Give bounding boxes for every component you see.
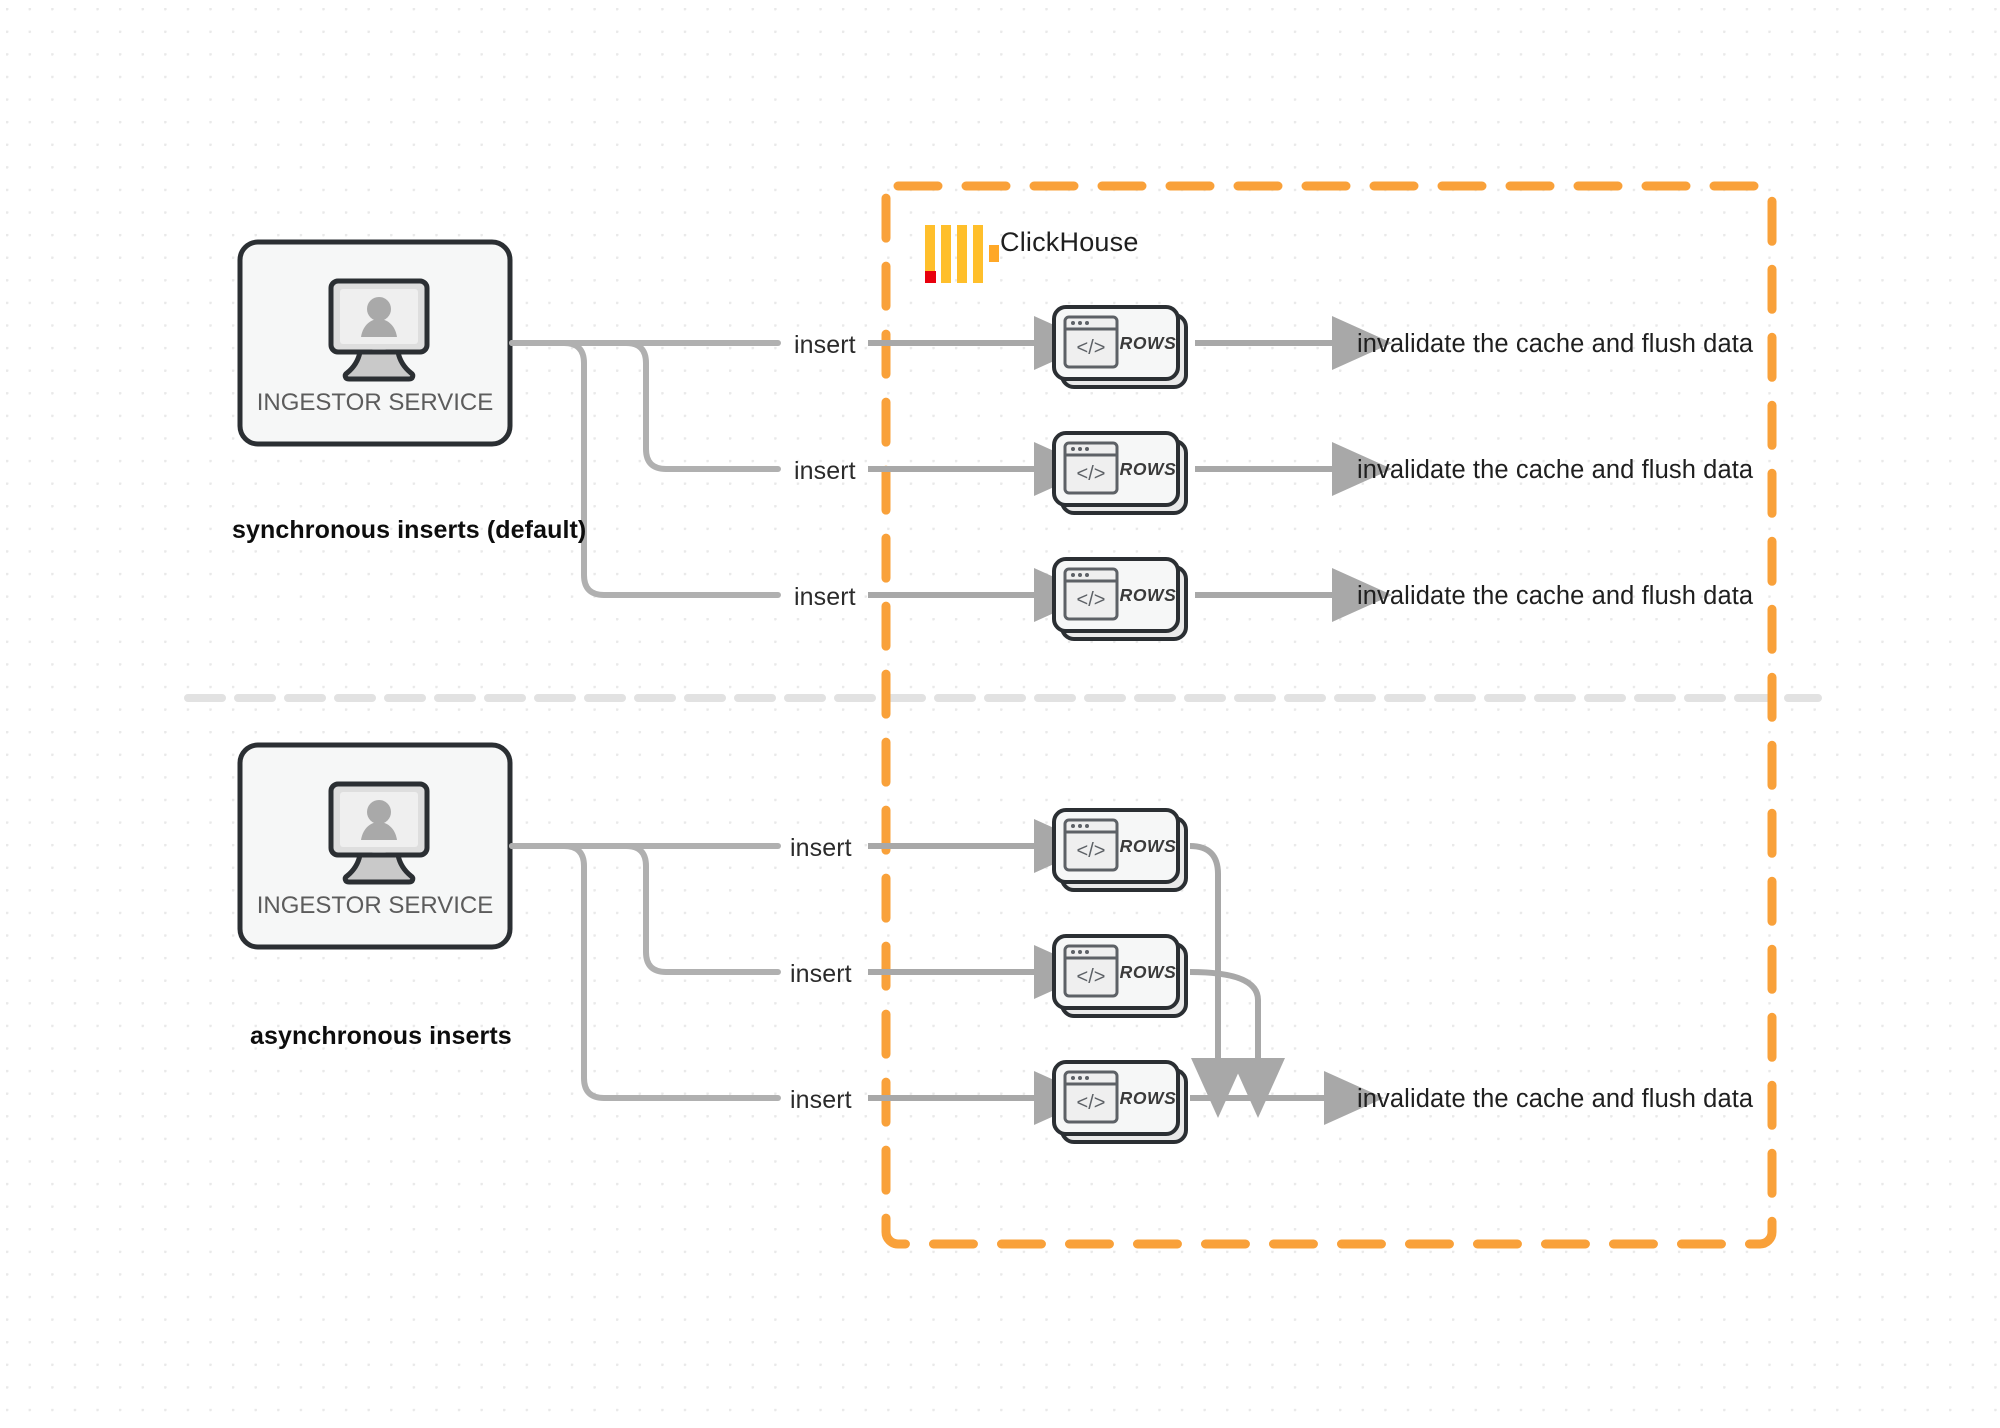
ingestor-service-label-sync: INGESTOR SERVICE xyxy=(257,389,494,416)
insert-label-sync-1: insert xyxy=(794,331,856,359)
result-label-async-merged: invalidate the cache and flush data xyxy=(1357,1085,1754,1113)
code-window-icon: </> xyxy=(1063,818,1119,872)
ingestor-service-label-async: INGESTOR SERVICE xyxy=(257,892,494,919)
insert-label-sync-3: insert xyxy=(794,583,856,611)
result-label-sync-1: invalidate the cache and flush data xyxy=(1357,330,1754,358)
connector-async-2a xyxy=(509,843,781,975)
code-window-icon: </> xyxy=(1063,944,1119,998)
connector-async-3a xyxy=(509,843,781,1101)
monitor-user-icon xyxy=(328,781,430,885)
ingestor-service-node-sync[interactable]: INGESTOR SERVICE xyxy=(237,239,513,447)
monitor-user-icon xyxy=(328,278,430,382)
code-window-icon: </> xyxy=(1063,441,1119,495)
rows-node-async-2[interactable]: </> ROWS xyxy=(1052,934,1188,1018)
rows-node-sync-1[interactable]: </> ROWS xyxy=(1052,305,1188,389)
insert-label-async-3: insert xyxy=(790,1086,852,1114)
result-label-sync-3: invalidate the cache and flush data xyxy=(1357,582,1754,610)
connector-sync-3a xyxy=(509,340,781,598)
svg-text:</>: </> xyxy=(1077,337,1106,359)
rows-node-async-1[interactable]: </> ROWS xyxy=(1052,808,1188,892)
rows-node-label-async-3: ROWS xyxy=(1120,1088,1177,1108)
rows-node-label-async-1: ROWS xyxy=(1120,836,1177,856)
result-label-sync-2: invalidate the cache and flush data xyxy=(1357,456,1754,484)
ingestor-service-node-async[interactable]: INGESTOR SERVICE xyxy=(237,742,513,950)
svg-text:</>: </> xyxy=(1077,1092,1106,1114)
svg-text:</>: </> xyxy=(1077,966,1106,988)
mode-label-synchronous: synchronous inserts (default) xyxy=(232,516,587,544)
clickhouse-boundary xyxy=(881,181,1777,1249)
rows-node-label-sync-2: ROWS xyxy=(1120,459,1177,479)
code-window-icon: </> xyxy=(1063,567,1119,621)
svg-text:</>: </> xyxy=(1077,589,1106,611)
svg-text:</>: </> xyxy=(1077,463,1106,485)
code-window-icon: </> xyxy=(1063,315,1119,369)
svg-text:</>: </> xyxy=(1077,840,1106,862)
insert-label-sync-2: insert xyxy=(794,457,856,485)
clickhouse-boundary-label: ClickHouse xyxy=(1000,227,1139,257)
connector-sync-2a xyxy=(509,340,781,472)
mode-label-asynchronous: asynchronous inserts xyxy=(250,1022,512,1050)
rows-node-label-sync-3: ROWS xyxy=(1120,585,1177,605)
connector-async-merge-2 xyxy=(1189,969,1285,1118)
connector-async-merge-1 xyxy=(1189,843,1245,1118)
insert-label-async-1: insert xyxy=(790,834,852,862)
rows-node-sync-2[interactable]: </> ROWS xyxy=(1052,431,1188,515)
insert-label-async-2: insert xyxy=(790,960,852,988)
rows-node-sync-3[interactable]: </> ROWS xyxy=(1052,557,1188,641)
code-window-icon: </> xyxy=(1063,1070,1119,1124)
clickhouse-logo-icon xyxy=(925,225,999,283)
rows-node-label-async-2: ROWS xyxy=(1120,962,1177,982)
rows-node-label-sync-1: ROWS xyxy=(1120,333,1177,353)
rows-node-async-3[interactable]: </> ROWS xyxy=(1052,1060,1188,1144)
